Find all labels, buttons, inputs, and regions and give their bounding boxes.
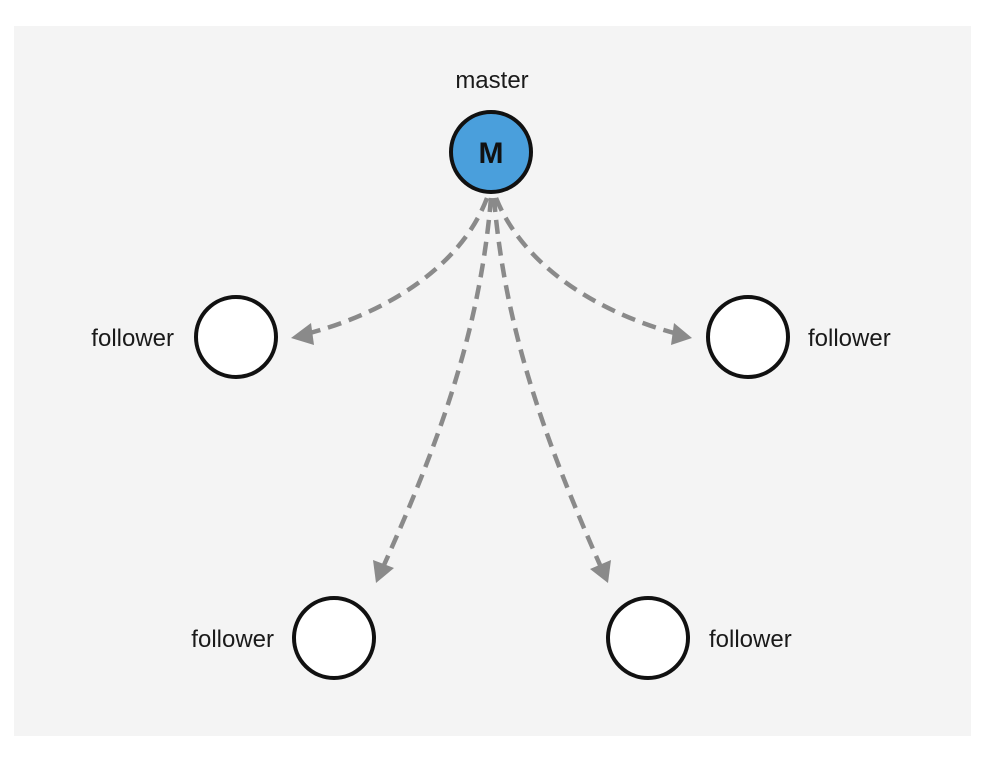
- replication-edges: [291, 197, 692, 583]
- follower-circle: [606, 596, 690, 680]
- follower-circle: [706, 295, 790, 379]
- arrow-head-right: [671, 323, 692, 345]
- edge-master-to-follower-right: [493, 197, 679, 337]
- follower-node-right: follower: [706, 295, 891, 379]
- master-letter: M: [479, 137, 504, 170]
- master-label: master: [455, 67, 528, 94]
- arrow-head-bottom-right: [590, 560, 611, 583]
- follower-circle: [292, 596, 376, 680]
- edge-master-to-follower-left: [305, 197, 490, 337]
- edge-master-to-follower-bottom-right: [491, 197, 603, 566]
- master-node: master M: [449, 67, 533, 194]
- follower-node-left: follower: [91, 295, 278, 379]
- follower-label: follower: [191, 626, 274, 653]
- master-circle: [449, 110, 533, 194]
- arrow-head-left: [291, 323, 314, 345]
- follower-label: follower: [91, 325, 174, 352]
- edge-master-to-follower-bottom-left: [381, 197, 494, 566]
- follower-circle: [194, 295, 278, 379]
- follower-label: follower: [808, 325, 891, 352]
- follower-label: follower: [709, 626, 792, 653]
- follower-node-bottom-left: follower: [191, 596, 376, 680]
- arrow-head-bottom-left: [373, 560, 394, 583]
- follower-node-bottom-right: follower: [606, 596, 792, 680]
